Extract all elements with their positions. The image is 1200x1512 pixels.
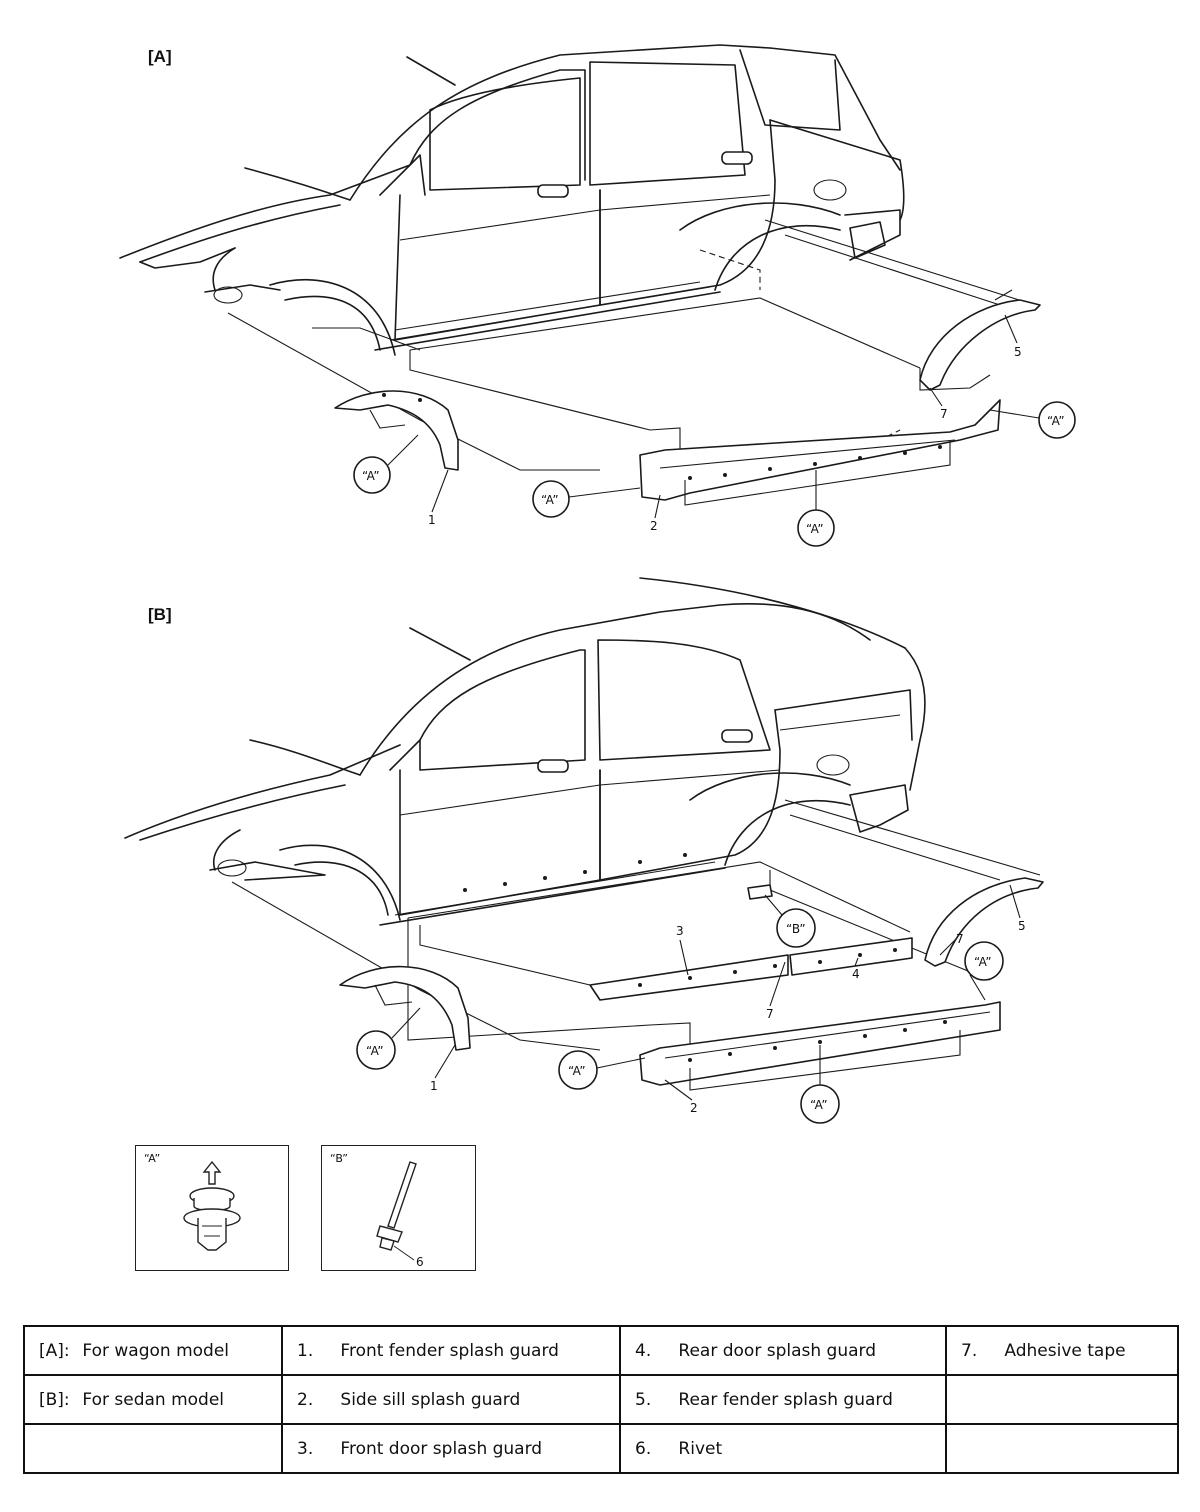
svg-text:“A”: “A” [568,1064,586,1078]
detail-box-b-tag: “B” [330,1152,349,1165]
legend-row: [B]: For sedan model 2. Side sill splash… [23,1374,1179,1425]
svg-text:“A”: “A” [806,522,824,536]
clip-icon [183,1160,241,1251]
wagon-illustration: [A] [119,44,1076,547]
callout-a-rear-b: “A” [964,941,1004,981]
detail-box-rivet: “B” 6 [321,1145,476,1271]
callout-a-front: “A” [353,456,391,494]
callout-a-sill-left-b: “A” [558,1050,598,1090]
legend-table: [A]: For wagon model 1. Front fender spl… [23,1325,1179,1474]
legend-cell [945,1423,1179,1474]
legend-cell: 5. Rear fender splash guard [619,1374,947,1425]
legend-row: [A]: For wagon model 1. Front fender spl… [23,1325,1179,1376]
part-number-7-c: 7 [956,932,964,946]
part-number-5: 5 [1014,345,1022,359]
legend-cell: 6. Rivet [619,1423,947,1474]
legend-cell [945,1374,1179,1425]
legend-cell: [B]: For sedan model [23,1374,283,1425]
rivet-icon: 6 [376,1161,424,1269]
svg-text:“A”: “A” [366,1044,384,1058]
legend-cell: 2. Side sill splash guard [281,1374,621,1425]
part-number-3: 3 [676,924,684,938]
section-b-tag: [B] [148,605,172,624]
legend-cell: 1. Front fender splash guard [281,1325,621,1376]
splash-guard-diagram: [A] [119,44,1076,1124]
legend-row: 3. Front door splash guard 6. Rivet [23,1423,1179,1474]
callout-a-sill-left: “A” [532,480,570,518]
detail-box-a-tag: “A” [144,1152,161,1165]
callout-b: “B” [776,908,816,948]
part-number-1-b: 1 [430,1079,438,1093]
part-number-2-b: 2 [690,1101,698,1115]
svg-text:“A”: “A” [362,469,380,483]
legend-cell: [A]: For wagon model [23,1325,283,1376]
legend-cell [23,1423,283,1474]
part-number-5-b: 5 [1018,919,1026,933]
part-number-1: 1 [428,513,436,527]
part-number-7-b: 7 [766,1007,774,1021]
section-a-tag: [A] [148,47,172,66]
part-number-6: 6 [416,1255,424,1269]
svg-text:“A”: “A” [810,1098,828,1112]
svg-text:“A”: “A” [541,493,559,507]
svg-text:“A”: “A” [974,955,992,969]
part-number-2: 2 [650,519,658,533]
detail-box-clip: “A” [135,1145,289,1271]
callout-a-sill-mid-b: “A” [800,1084,840,1124]
callout-a-rear: “A” [1038,401,1076,439]
part-number-4: 4 [852,967,860,981]
legend-cell: 7. Adhesive tape [945,1325,1179,1376]
legend-cell: 4. Rear door splash guard [619,1325,947,1376]
legend-cell: 3. Front door splash guard [281,1423,621,1474]
part-number-7: 7 [940,407,948,421]
callout-a-sill-mid: “A” [797,509,835,547]
sedan-illustration: [B] [124,577,1044,1124]
callout-a-front-b: “A” [356,1030,396,1070]
svg-text:“A”: “A” [1047,414,1065,428]
svg-text:“B”: “B” [786,922,806,936]
